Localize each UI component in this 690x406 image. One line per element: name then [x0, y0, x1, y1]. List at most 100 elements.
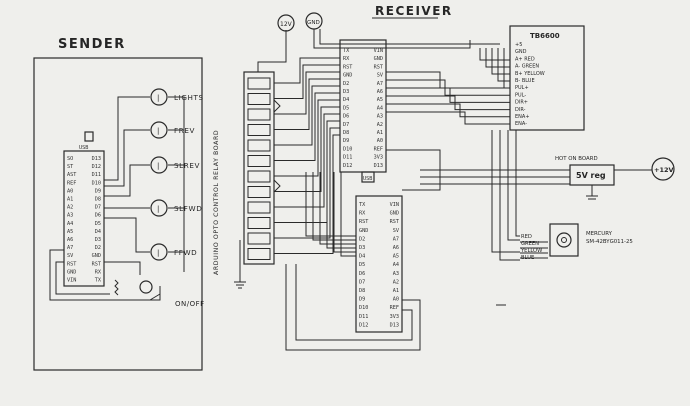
- relay-wire: [274, 134, 340, 254]
- receiver-pin-label: D5: [359, 262, 365, 268]
- sender-pin-label: A5: [67, 229, 73, 235]
- receiver-pin-label: D8: [359, 288, 365, 294]
- sender-pin-label: D2: [95, 245, 101, 251]
- relay-channel: [247, 248, 271, 260]
- wire-receiver-loop-inner: [295, 264, 413, 341]
- sender-pin-label: A6: [67, 237, 73, 243]
- relay-channel: [247, 108, 271, 121]
- relay-wire-lower: [305, 172, 356, 237]
- receiver-pin-label: 3V3: [390, 314, 399, 320]
- motor-brand: MERCURY: [586, 231, 613, 237]
- relay-wire: [274, 106, 340, 192]
- receiver-pin-label: D7: [343, 122, 349, 128]
- receiver-pin-label: A5: [393, 254, 399, 260]
- driver-wire: [386, 95, 510, 111]
- receiver-title: RECEIVER: [375, 4, 453, 18]
- switch-button: [150, 243, 168, 261]
- driver-wire: [386, 87, 510, 103]
- receiver-pin-label: GND: [343, 73, 352, 79]
- sender-pin-label: D8: [95, 197, 101, 203]
- receiver-pin-label: A7: [393, 236, 399, 242]
- stepper-motor: [549, 223, 579, 257]
- switch-button: [150, 199, 168, 217]
- receiver-pin-label: D6: [359, 271, 365, 277]
- receiver-pin-label: REF: [374, 146, 383, 152]
- wire-sender-supply: [49, 249, 161, 301]
- receiver-pin-label: D11: [359, 314, 368, 320]
- relay-channel: [247, 186, 271, 198]
- receiver-to-driver-wires: [386, 48, 510, 125]
- motor-wire-label: YELLOW: [520, 248, 542, 254]
- receiver-pin-label: A0: [377, 138, 383, 144]
- wire-switch-common: [168, 96, 185, 272]
- receiver-pin-label: RST: [359, 219, 368, 225]
- receiver-pin-label: D12: [343, 163, 352, 169]
- relay-wire: [274, 71, 340, 115]
- receiver-pin-label: D11: [343, 155, 352, 161]
- relay-board: [243, 71, 275, 265]
- stepper-shaft: [556, 232, 572, 248]
- driver-pin-label: DIR+: [515, 100, 528, 106]
- sender-pin-label: AST: [67, 172, 76, 178]
- receiver-pin-label: A1: [377, 130, 383, 136]
- motor-model: SM-42BYG011-25: [586, 239, 633, 245]
- wire-lights: [104, 96, 150, 181]
- receiver-pin-label: GND: [374, 56, 383, 62]
- receiver-pin-label: A7: [377, 81, 383, 87]
- wire-relay-12v: [257, 30, 287, 72]
- supply-12v-right-node: [651, 157, 675, 181]
- sender-usb-port: [84, 131, 94, 142]
- receiver-pin-label: RST: [343, 64, 352, 70]
- sender-led: [139, 280, 153, 294]
- relay-channel: [247, 77, 271, 90]
- switch-glyph: |: [157, 249, 159, 257]
- receiver-pin-label: A3: [393, 271, 399, 277]
- wire-ffwd: [104, 217, 150, 253]
- receiver-pin-label: D8: [343, 130, 349, 136]
- sender-pin-label: A3: [67, 213, 73, 219]
- receiver-pin-label: A6: [377, 89, 383, 95]
- receiver-arduino-bottom: [355, 195, 403, 333]
- driver-pin-label: A- GREEN: [515, 64, 539, 70]
- receiver-pin-label: D4: [343, 97, 349, 103]
- driver-wire: [485, 48, 510, 68]
- relay-wire-lower: [319, 172, 356, 245]
- receiver-pin-label: GND: [390, 211, 399, 217]
- wire-slrev: [104, 164, 150, 197]
- receiver-pin-label: D10: [343, 146, 352, 152]
- sender-pin-label: A2: [67, 205, 73, 211]
- receiver-pin-label: VIN: [374, 48, 383, 54]
- sender-pin-label: D13: [92, 156, 101, 162]
- supply-section: 12V GND: [277, 12, 500, 49]
- sender-pin-label: D3: [95, 237, 101, 243]
- receiver-pin-label: A3: [377, 114, 383, 120]
- driver-pin-label: DIR-: [515, 107, 526, 113]
- driver-pin-label: B+ YELLOW: [515, 71, 545, 77]
- receiver-pin-label: D9: [359, 297, 365, 303]
- supply-12v-node: [277, 14, 295, 32]
- wire-gnd-bus-2: [319, 29, 500, 45]
- receiver-pin-label: SV: [393, 228, 399, 234]
- relay-ground-symbol: [234, 281, 246, 289]
- sender-onoff-label: ON/OFF: [175, 300, 205, 308]
- receiver-pin-label: GND: [359, 228, 368, 234]
- receiver-pin-label: A0: [393, 297, 399, 303]
- receiver-pin-label: A6: [393, 245, 399, 251]
- receiver-pin-label: D13: [374, 163, 383, 169]
- sender-pin-label: SO: [67, 156, 73, 162]
- relay-wire: [274, 78, 340, 130]
- wire-led-feed: [104, 261, 141, 275]
- relay-wire: [274, 113, 340, 208]
- relay-wire-lower: [340, 172, 356, 257]
- sender-pin-label: SV: [67, 253, 73, 259]
- relay-wire: [274, 127, 340, 239]
- relay-wire-lower: [326, 172, 356, 249]
- sender-enclosure: [33, 57, 203, 371]
- receiver-pin-label: D7: [359, 279, 365, 285]
- sender-pin-label: A0: [67, 188, 73, 194]
- sender-usb-label: USB: [79, 145, 88, 151]
- sender-pin-label: REF: [67, 180, 76, 186]
- sender-pin-label: D11: [92, 172, 101, 178]
